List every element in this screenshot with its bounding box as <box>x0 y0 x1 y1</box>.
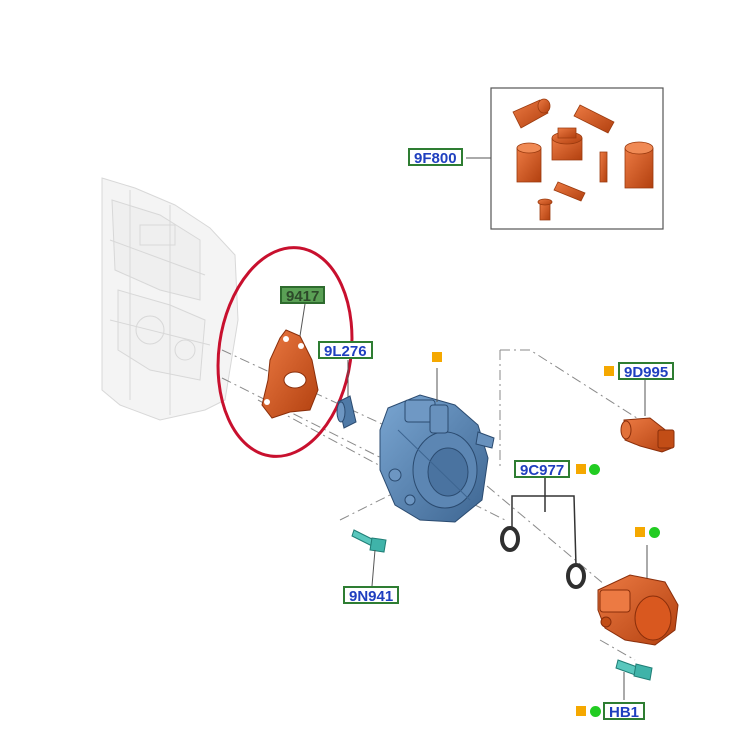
bolt-leader <box>371 549 376 587</box>
kit-plug <box>553 181 586 202</box>
marker-sensor-square <box>604 366 614 376</box>
kit-parts <box>512 98 654 221</box>
callout-bolt[interactable]: 9N941 <box>343 586 400 605</box>
orings-part <box>500 526 586 589</box>
marker-bottom-bolt-square <box>576 706 586 716</box>
orings-leader <box>511 478 577 567</box>
callout-gasket[interactable]: 9417 <box>280 286 326 305</box>
marker-pump-square <box>432 352 442 362</box>
fuel-pump <box>379 394 495 523</box>
kit-small-pin <box>537 198 553 221</box>
highlight-circle <box>216 246 354 458</box>
marker-bottom-bolt-dot <box>590 706 601 717</box>
callout-seal[interactable]: 9L276 <box>318 341 373 360</box>
callout-bottom-bolt[interactable]: HB1 <box>603 702 646 721</box>
marker-actuator-dot <box>649 527 660 538</box>
actuator-part <box>597 574 679 646</box>
marker-orings-square <box>576 464 586 474</box>
kit-sleeve-1 <box>512 98 551 129</box>
kit-pin <box>599 151 608 183</box>
callout-orings[interactable]: 9C977 <box>514 460 571 479</box>
seal-part <box>336 395 357 429</box>
sensor-part <box>620 417 675 453</box>
bolt-part <box>351 529 387 553</box>
kit-cylinder-left <box>516 142 542 183</box>
bottom-bolt-part <box>615 659 653 681</box>
engine-block <box>101 177 239 421</box>
oring-2 <box>566 563 586 589</box>
kit-cylinder-right <box>624 141 654 189</box>
gasket-part <box>261 329 319 419</box>
callout-kit[interactable]: 9F800 <box>408 148 463 167</box>
marker-actuator-square <box>635 527 645 537</box>
gasket-leader <box>299 303 306 337</box>
marker-orings-dot <box>589 464 600 475</box>
kit-sleeve-2 <box>573 104 615 134</box>
callout-sensor[interactable]: 9D995 <box>618 362 675 381</box>
kit-cap <box>551 127 583 161</box>
oring-1 <box>500 526 520 552</box>
